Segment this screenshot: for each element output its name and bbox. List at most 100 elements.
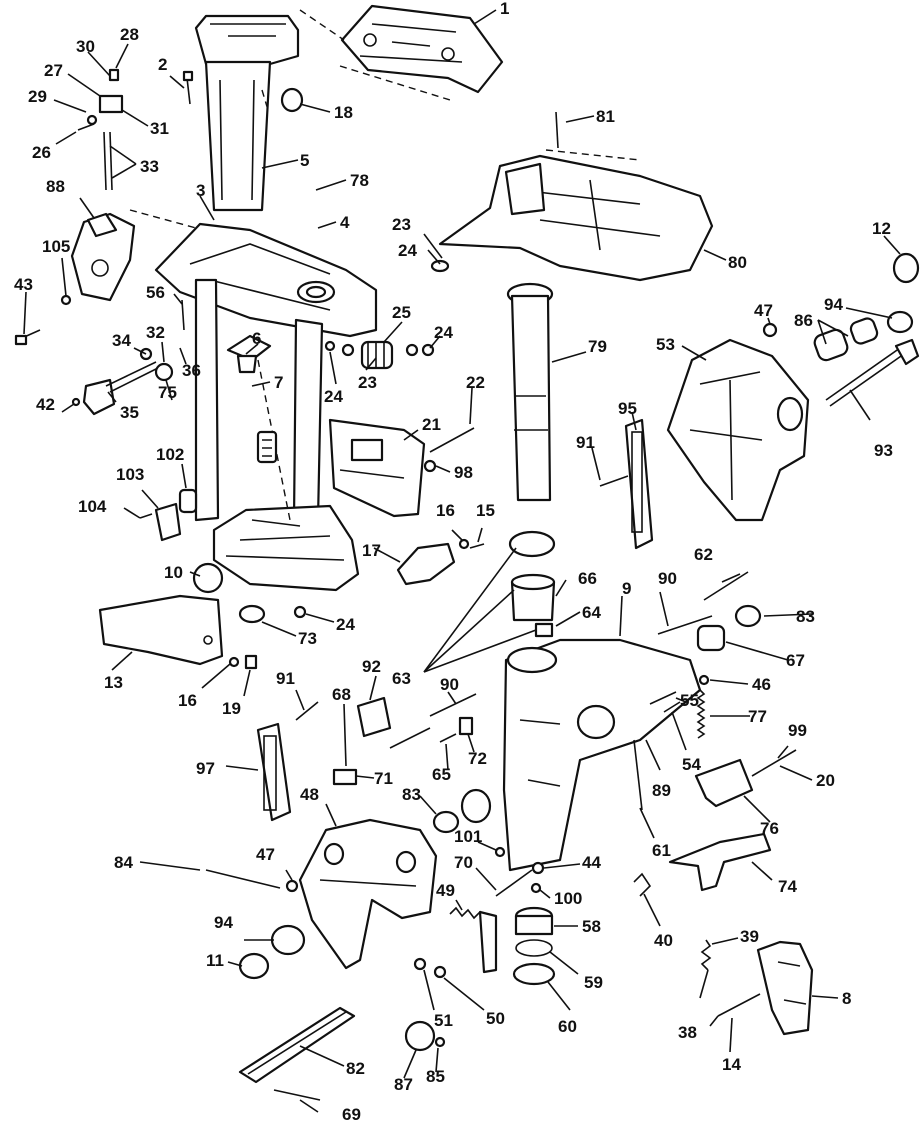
callout-59: 59 xyxy=(584,973,603,992)
plate-95 xyxy=(624,418,654,550)
callout-47b: 47 xyxy=(256,845,275,864)
swivel-bracket-9 xyxy=(502,638,702,872)
lever-92 xyxy=(356,696,392,738)
callout-16b: 16 xyxy=(178,691,197,710)
pin-55 xyxy=(649,691,681,713)
callout-84: 84 xyxy=(114,853,133,872)
callout-1: 1 xyxy=(500,0,509,18)
washer-50 xyxy=(433,965,447,979)
callout-3: 3 xyxy=(196,181,205,200)
callout-31: 31 xyxy=(150,119,169,138)
screw-43 xyxy=(14,329,41,346)
callout-53: 53 xyxy=(656,335,675,354)
clip-40 xyxy=(633,872,652,897)
callout-19: 19 xyxy=(222,699,241,718)
callout-48: 48 xyxy=(300,785,319,804)
o-ring-59 xyxy=(515,939,553,957)
bolt-84 xyxy=(205,869,281,889)
leader-lines xyxy=(23,9,901,1113)
callout-73: 73 xyxy=(298,629,317,648)
callout-21: 21 xyxy=(422,415,441,434)
callout-8: 8 xyxy=(842,989,851,1008)
callout-89: 89 xyxy=(652,781,671,800)
callout-18: 18 xyxy=(334,103,353,122)
plug xyxy=(280,87,304,113)
bolt xyxy=(182,70,194,105)
callout-71: 71 xyxy=(374,769,393,788)
guide-line xyxy=(129,209,197,229)
callout-40: 40 xyxy=(654,931,673,950)
callout-55: 55 xyxy=(680,691,699,710)
rod-14 xyxy=(717,993,761,1017)
callout-42: 42 xyxy=(36,395,55,414)
callout-23b: 23 xyxy=(358,373,377,392)
spring-77 xyxy=(696,689,706,739)
callout-63: 63 xyxy=(392,669,411,688)
rod-70 xyxy=(495,869,533,897)
grommet-10 xyxy=(192,562,224,594)
pin-64 xyxy=(534,622,554,638)
callout-20: 20 xyxy=(816,771,835,790)
rod xyxy=(389,727,431,749)
callout-47a: 47 xyxy=(754,301,773,320)
bolt-22 xyxy=(429,427,475,453)
guard-17 xyxy=(396,542,456,586)
callout-60: 60 xyxy=(558,1017,577,1036)
callout-104: 104 xyxy=(78,497,107,516)
washer-83 xyxy=(734,604,762,628)
pin-62 xyxy=(703,571,749,601)
callout-6: 6 xyxy=(252,329,261,348)
callout-66: 66 xyxy=(578,569,597,588)
callout-97: 97 xyxy=(196,759,215,778)
nut-51 xyxy=(413,957,427,971)
lever-76 xyxy=(694,758,754,808)
callout-44: 44 xyxy=(582,853,601,872)
callout-29: 29 xyxy=(28,87,47,106)
spring-39 xyxy=(699,939,712,999)
callout-69: 69 xyxy=(342,1105,361,1122)
bolt-91b xyxy=(295,701,319,721)
callout-26: 26 xyxy=(32,143,51,162)
callout-11: 11 xyxy=(206,951,224,970)
guide-line xyxy=(257,359,291,521)
callout-61: 61 xyxy=(652,841,671,860)
callout-88: 88 xyxy=(46,177,65,196)
callout-43: 43 xyxy=(14,275,33,294)
screw-104 xyxy=(139,513,153,519)
plate-82 xyxy=(238,1006,356,1084)
nut-94b xyxy=(270,924,306,956)
callout-4: 4 xyxy=(340,213,350,232)
disc-87 xyxy=(404,1020,436,1052)
clip-100 xyxy=(530,882,542,894)
callout-23a: 23 xyxy=(392,215,411,234)
callout-92: 92 xyxy=(362,657,381,676)
washer-63 xyxy=(508,530,556,558)
callout-16a: 16 xyxy=(436,501,455,520)
callout-24d: 24 xyxy=(336,615,355,634)
screw-65 xyxy=(439,733,457,743)
pin-101 xyxy=(494,846,506,858)
guide-line xyxy=(545,149,641,161)
callout-100: 100 xyxy=(554,889,582,908)
callout-15: 15 xyxy=(476,501,495,520)
bushing-58 xyxy=(514,906,554,936)
spring-72 xyxy=(458,716,474,736)
rubber-mount-small xyxy=(256,430,278,464)
bolt-56 xyxy=(181,299,185,331)
lever-74 xyxy=(668,832,772,892)
callout-27: 27 xyxy=(44,61,63,80)
mount-25 xyxy=(324,340,435,370)
callout-32: 32 xyxy=(146,323,165,342)
callout-83a: 83 xyxy=(796,607,815,626)
callout-13: 13 xyxy=(104,673,123,692)
midsection-housing xyxy=(194,278,360,592)
callout-70: 70 xyxy=(454,853,473,872)
callout-95: 95 xyxy=(618,399,637,418)
bushing-23-24 xyxy=(430,259,450,273)
callout-56: 56 xyxy=(146,283,165,302)
callout-34: 34 xyxy=(112,331,131,350)
callout-17: 17 xyxy=(362,541,381,560)
nut-47 xyxy=(762,322,778,338)
stern-bracket-48 xyxy=(298,818,438,970)
callout-91a: 91 xyxy=(576,433,595,452)
